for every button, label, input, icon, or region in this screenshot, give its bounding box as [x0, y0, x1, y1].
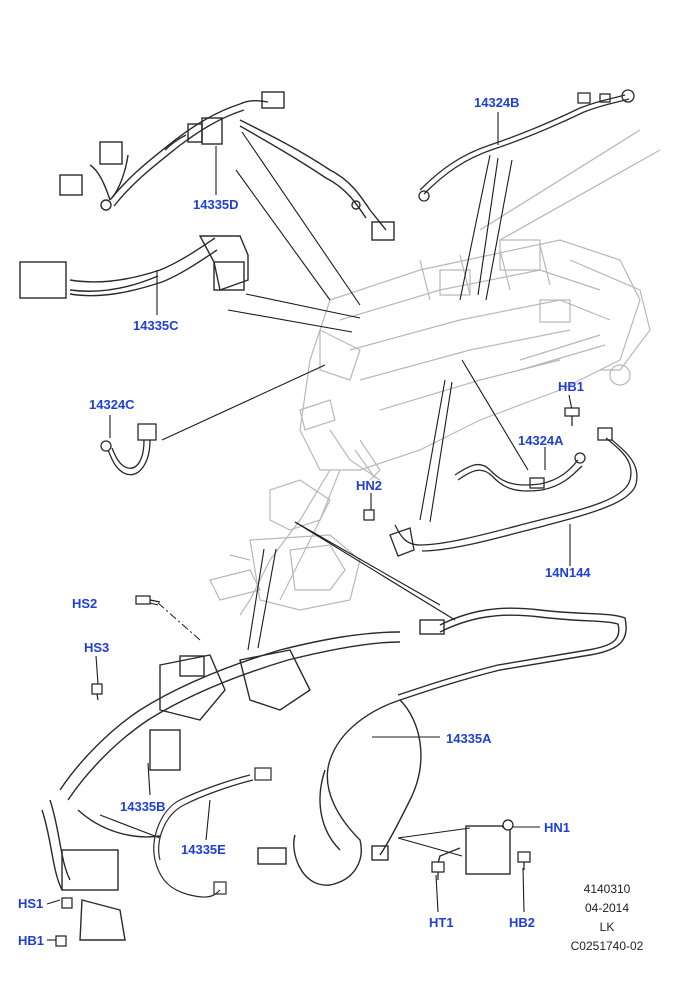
callout-14335d[interactable]: 14335D [193, 197, 239, 212]
callout-hb2[interactable]: HB2 [509, 915, 536, 930]
legend-drawing-id: C0251740-02 [570, 939, 644, 953]
chassis-ghost [209, 129, 661, 616]
harness-14335d [59, 91, 395, 241]
cable-14n144 [389, 427, 638, 557]
callout-ht1[interactable]: HT1 [429, 915, 454, 930]
callout-14335e[interactable]: 14335E [181, 842, 226, 857]
callout-14335a[interactable]: 14335A [446, 731, 492, 746]
cable-14324c [100, 423, 157, 476]
callout-14324a[interactable]: 14324A [518, 433, 564, 448]
legend-initials: LK [599, 920, 615, 934]
cable-14324a [454, 452, 586, 492]
callout-hn1[interactable]: HN1 [544, 820, 571, 835]
callout-14335b[interactable]: 14335B [120, 799, 166, 814]
callout-14n144[interactable]: 14N144 [545, 565, 591, 580]
fasteners [55, 407, 580, 947]
callout-hs3[interactable]: HS3 [84, 640, 110, 655]
cable-14335e [153, 767, 272, 898]
callout-hn2[interactable]: HN2 [356, 478, 383, 493]
drawing-legend: 4140310 04-2014 LK C0251740-02 [562, 880, 652, 956]
harness-14335b [41, 631, 401, 941]
legend-number: 4140310 [583, 882, 631, 896]
hs2-assembly-line [157, 602, 201, 641]
callout-14324b[interactable]: 14324B [474, 95, 520, 110]
callout-hb1-bottom[interactable]: HB1 [18, 933, 45, 948]
cable-14324b [418, 89, 635, 202]
harness-14335c [19, 235, 249, 299]
harness-14335a [257, 607, 627, 886]
legend-date: 04-2014 [584, 901, 630, 915]
callout-hs1[interactable]: HS1 [18, 896, 44, 911]
leader-lines [46, 112, 573, 941]
callout-14324c[interactable]: 14324C [89, 397, 135, 412]
callout-14335c[interactable]: 14335C [133, 318, 179, 333]
callout-hb1-top[interactable]: HB1 [558, 379, 585, 394]
callout-hs2[interactable]: HS2 [72, 596, 98, 611]
